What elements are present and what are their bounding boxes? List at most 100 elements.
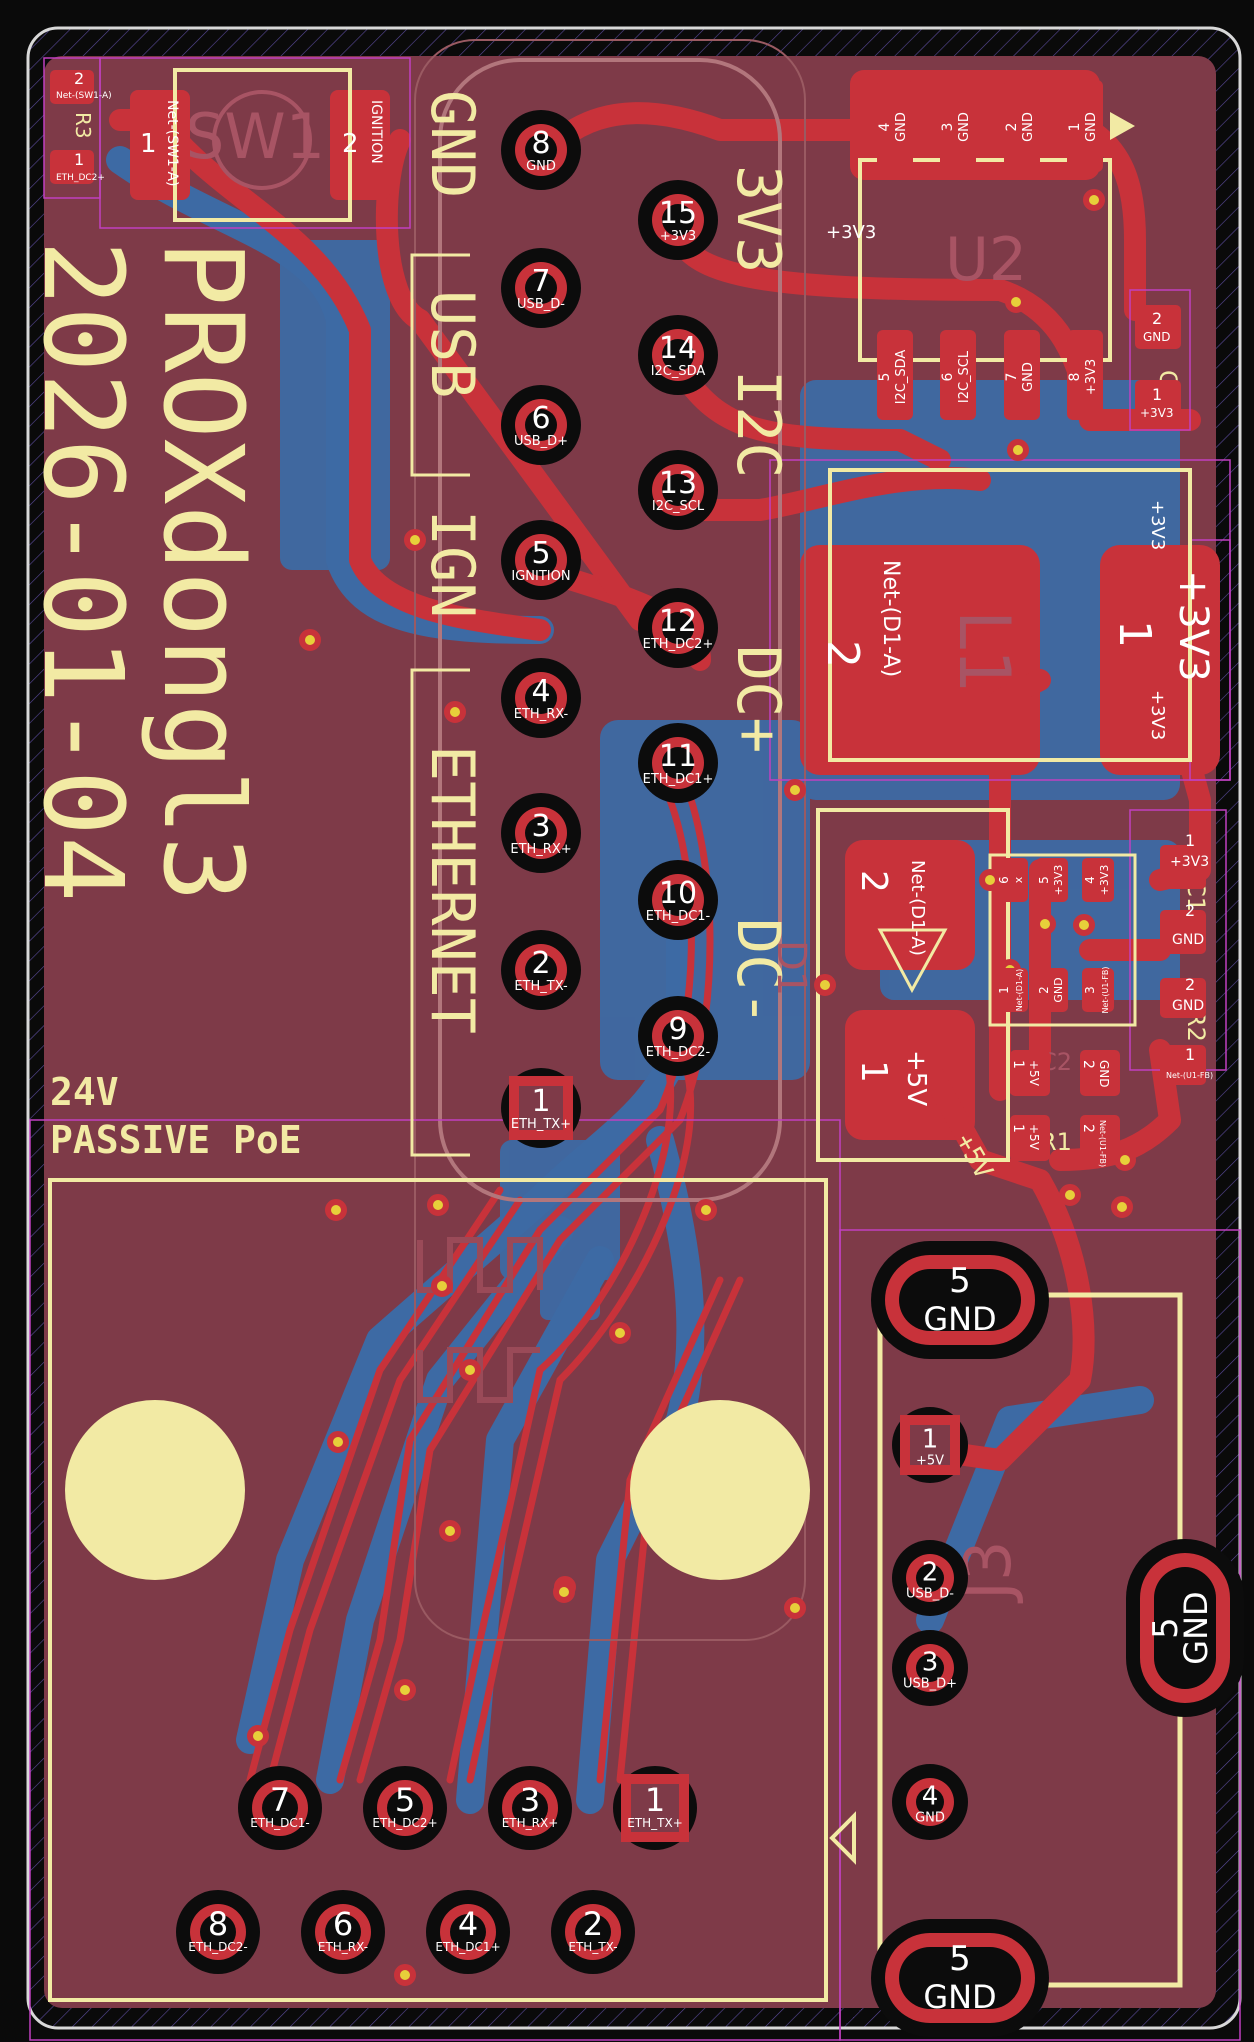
courtyards xyxy=(29,57,1241,2041)
project-name-label: PROXdongl3 xyxy=(139,240,267,902)
sw1-pad-2 xyxy=(330,90,390,200)
u2-pin-net: GND xyxy=(1021,112,1036,142)
db15-pin-num: 12 xyxy=(659,604,697,639)
d1-diode-symbol xyxy=(877,928,948,994)
u2-pin-num: 1 xyxy=(1067,123,1083,132)
sw1-body xyxy=(173,68,352,222)
r3-pad-2 xyxy=(50,70,94,104)
shield-slot xyxy=(899,1269,1021,1331)
group-ethernet-label: ETHERNET xyxy=(417,745,487,1034)
db15-pin-num: 2 xyxy=(531,946,550,981)
r3-net2: Net-(SW1-A) xyxy=(56,91,112,101)
pad-hole xyxy=(662,204,694,236)
db15-shell-outline xyxy=(414,39,806,1641)
db15-pin-num: 4 xyxy=(531,674,550,709)
r1-pad-2 xyxy=(1080,1115,1120,1161)
c1-pad-2 xyxy=(1160,910,1206,954)
pad-hole xyxy=(525,134,557,166)
r3-pad2-num: 2 xyxy=(74,69,84,88)
d1-pin1-num: 1 xyxy=(853,1060,894,1083)
r2-pad2-num: 2 xyxy=(1185,975,1195,994)
u1-pin-num: 5 xyxy=(1037,876,1051,884)
u1-pin-net: x xyxy=(1012,876,1025,883)
u2-pad xyxy=(1004,330,1040,420)
rj45-pin-net: ETH_TX- xyxy=(568,1940,617,1954)
db15-body-outline xyxy=(438,58,782,1202)
sw1-pin1-num: 1 xyxy=(140,129,157,159)
serpentine-trace-2 xyxy=(417,1347,540,1403)
l1-silk-outline xyxy=(828,468,1192,762)
sw1-switch: 1 2 Net-(SW1-A) IGNITION xyxy=(130,68,390,222)
pad-hole xyxy=(910,1425,950,1465)
u1-pin-num: 2 xyxy=(1037,986,1051,994)
l1-ref: L1 xyxy=(943,610,1025,694)
u2-3v3-net: +3V3 xyxy=(826,222,876,243)
u2-pin-net: +3V3 xyxy=(1084,359,1099,395)
rj45-mount-hole-right xyxy=(630,1400,810,1580)
u1-pad xyxy=(996,858,1028,902)
pad-hole xyxy=(512,1790,548,1826)
c3-pad2-num: 2 xyxy=(1152,309,1162,328)
rj45-connector: 1ETH_TX+3ETH_RX+5ETH_DC2+7ETH_DC1-2ETH_T… xyxy=(176,1766,697,1974)
db15-connector: 8GND7USB_D-6USB_D+5IGNITION4ETH_RX-3ETH_… xyxy=(501,110,718,1148)
pad-hole xyxy=(575,1914,611,1950)
r2-pad-2 xyxy=(1160,978,1206,1018)
pad-hole xyxy=(916,1788,944,1816)
u2-pin-net: GND xyxy=(1021,362,1036,392)
usb-pin-net: USB_D+ xyxy=(903,1677,957,1692)
usb-shield-num: 5 xyxy=(949,1261,971,1301)
rj45-pin-net: ETH_DC1- xyxy=(250,1816,310,1830)
pad-hole xyxy=(662,747,694,779)
l1-pin1-num: 1 xyxy=(1109,620,1160,648)
db15-pin-num: 13 xyxy=(659,466,697,501)
c3-capacitor: 2 GND 1 +3V3 xyxy=(1135,305,1181,424)
db15-pin-net: +3V3 xyxy=(660,229,696,244)
usb-group-bracket xyxy=(410,253,470,477)
usb-pin-num: 2 xyxy=(922,1558,939,1588)
u1-pin-net: GND xyxy=(1052,977,1065,1002)
pad-hole xyxy=(525,954,557,986)
u2-pad xyxy=(940,80,976,172)
rj45-pin-net: ETH_DC1+ xyxy=(435,1940,500,1954)
pad-hole xyxy=(662,884,694,916)
pad-hole xyxy=(387,1790,423,1826)
u2-pin-num: 4 xyxy=(877,122,893,131)
db15-pin-num: 8 xyxy=(531,126,550,161)
group-dcp-label: DC+ xyxy=(723,645,793,753)
db15-pin-num: 7 xyxy=(531,264,550,299)
l1-net1: +3V3 xyxy=(1170,570,1216,682)
r2-resistor: 2 GND 1 Net-(U1-FB) xyxy=(1160,975,1213,1085)
c3-net2: GND xyxy=(1143,330,1171,344)
pad-hole xyxy=(525,544,557,576)
usb-shield-net: GND xyxy=(923,1978,996,2016)
pad-hole xyxy=(200,1914,236,1950)
c2-net1: +5V xyxy=(1027,1060,1041,1087)
usb-pin-net: USB_D- xyxy=(906,1587,954,1602)
u2-pin-net: GND xyxy=(957,112,972,142)
db15-pin-net: ETH_DC2+ xyxy=(643,637,714,652)
u2-pin-num: 6 xyxy=(940,372,956,381)
u1-silk-outline xyxy=(988,853,1137,1027)
u2-pin-num: 7 xyxy=(1004,373,1020,382)
d1-net1: +5V xyxy=(901,1050,931,1106)
db15-pin-num: 6 xyxy=(531,401,550,436)
d1-net2: Net-(D1-A) xyxy=(907,860,928,956)
usb-pin-num: 3 xyxy=(922,1648,939,1678)
c1-net2: GND xyxy=(1172,932,1204,948)
